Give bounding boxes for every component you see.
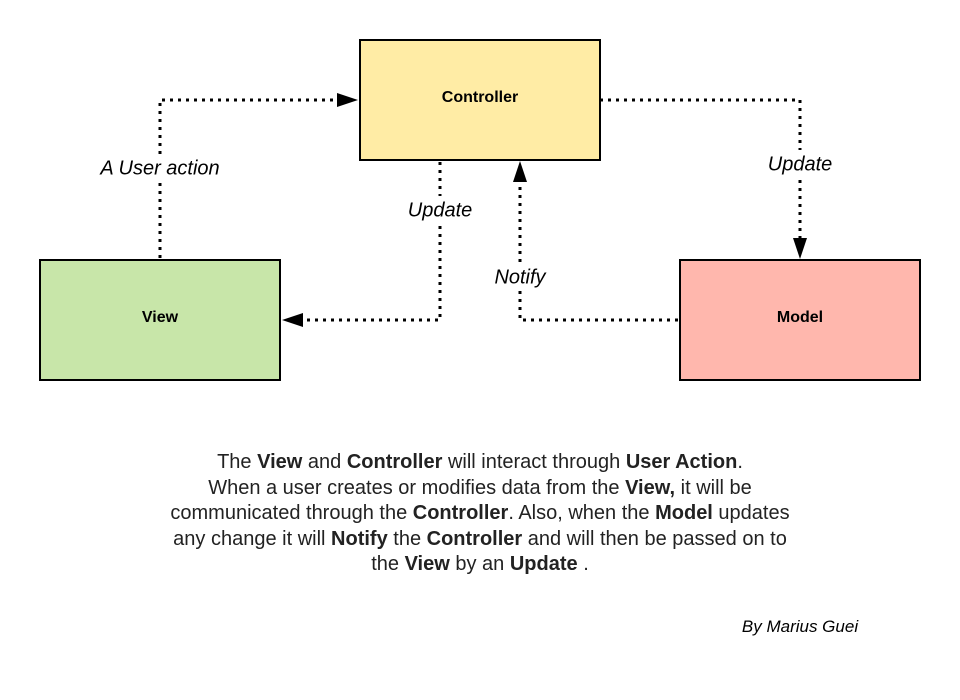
- view-label: View: [142, 309, 179, 326]
- bold-term: Controller: [426, 527, 523, 550]
- edge-label-user-action: A User action: [99, 157, 219, 179]
- text-span: will interact through: [442, 451, 626, 473]
- description-line-5: the View by an Update .: [100, 552, 860, 578]
- controller-label: Controller: [442, 89, 518, 106]
- model-label: Model: [777, 309, 823, 326]
- bold-term: User Action: [625, 451, 738, 473]
- author-credit: By Marius Guei: [741, 617, 859, 636]
- description-line-2: When a user creates or modifies data fro…: [100, 476, 860, 502]
- description-text: The View and Controller will interact th…: [100, 450, 860, 578]
- text-span: and will then be passed on to: [522, 527, 787, 550]
- bold-term: Controller: [346, 451, 443, 473]
- bold-term: Model: [655, 502, 713, 524]
- bold-term: View,: [625, 476, 676, 499]
- arrowhead-controller-left: [337, 93, 358, 107]
- bold-term: Controller: [412, 502, 509, 524]
- connector-model-to-controller: [518, 182, 678, 322]
- edge-label-bg-update-model: [760, 150, 840, 178]
- edge-label-update-view: Update: [408, 199, 473, 221]
- bold-term: View: [404, 553, 450, 575]
- model-box: [679, 259, 921, 381]
- description-line-1: The View and Controller will interact th…: [100, 450, 860, 476]
- bold-term: Notify: [331, 527, 388, 550]
- text-span: . Also, when the: [508, 502, 656, 524]
- arrowhead-view-right: [282, 313, 303, 327]
- description-line-4: any change it will Notify the Controller…: [100, 527, 860, 553]
- edge-label-notify: Notify: [494, 266, 546, 288]
- controller-box: [359, 39, 601, 161]
- arrowhead-model-top: [793, 238, 807, 259]
- text-span: .: [577, 553, 589, 575]
- text-span: the: [387, 527, 427, 550]
- text-span: any change it will: [173, 527, 332, 550]
- connector-controller-to-view: [302, 162, 442, 322]
- text-span: .: [737, 451, 743, 473]
- text-span: updates: [712, 502, 790, 524]
- text-span: communicated through the: [170, 502, 413, 524]
- text-span: by an: [449, 553, 510, 575]
- text-span: the: [371, 553, 405, 575]
- edge-label-bg-update-view: [400, 196, 480, 224]
- text-span: The: [217, 451, 258, 473]
- connector-controller-to-model: [600, 98, 802, 238]
- bold-term: Update: [509, 553, 578, 575]
- bold-term: View: [257, 451, 303, 473]
- text-span: When a user creates or modifies data fro…: [208, 476, 626, 499]
- view-box: [39, 259, 281, 381]
- arrowhead-controller-bottom: [513, 161, 527, 182]
- edge-label-update-model: Update: [768, 153, 833, 175]
- description-line-3: communicated through the Controller. Als…: [100, 501, 860, 527]
- edge-label-bg-user-action: [90, 154, 230, 182]
- edge-label-bg-notify: [488, 263, 552, 291]
- text-span: and: [302, 451, 347, 473]
- text-span: it will be: [675, 476, 752, 499]
